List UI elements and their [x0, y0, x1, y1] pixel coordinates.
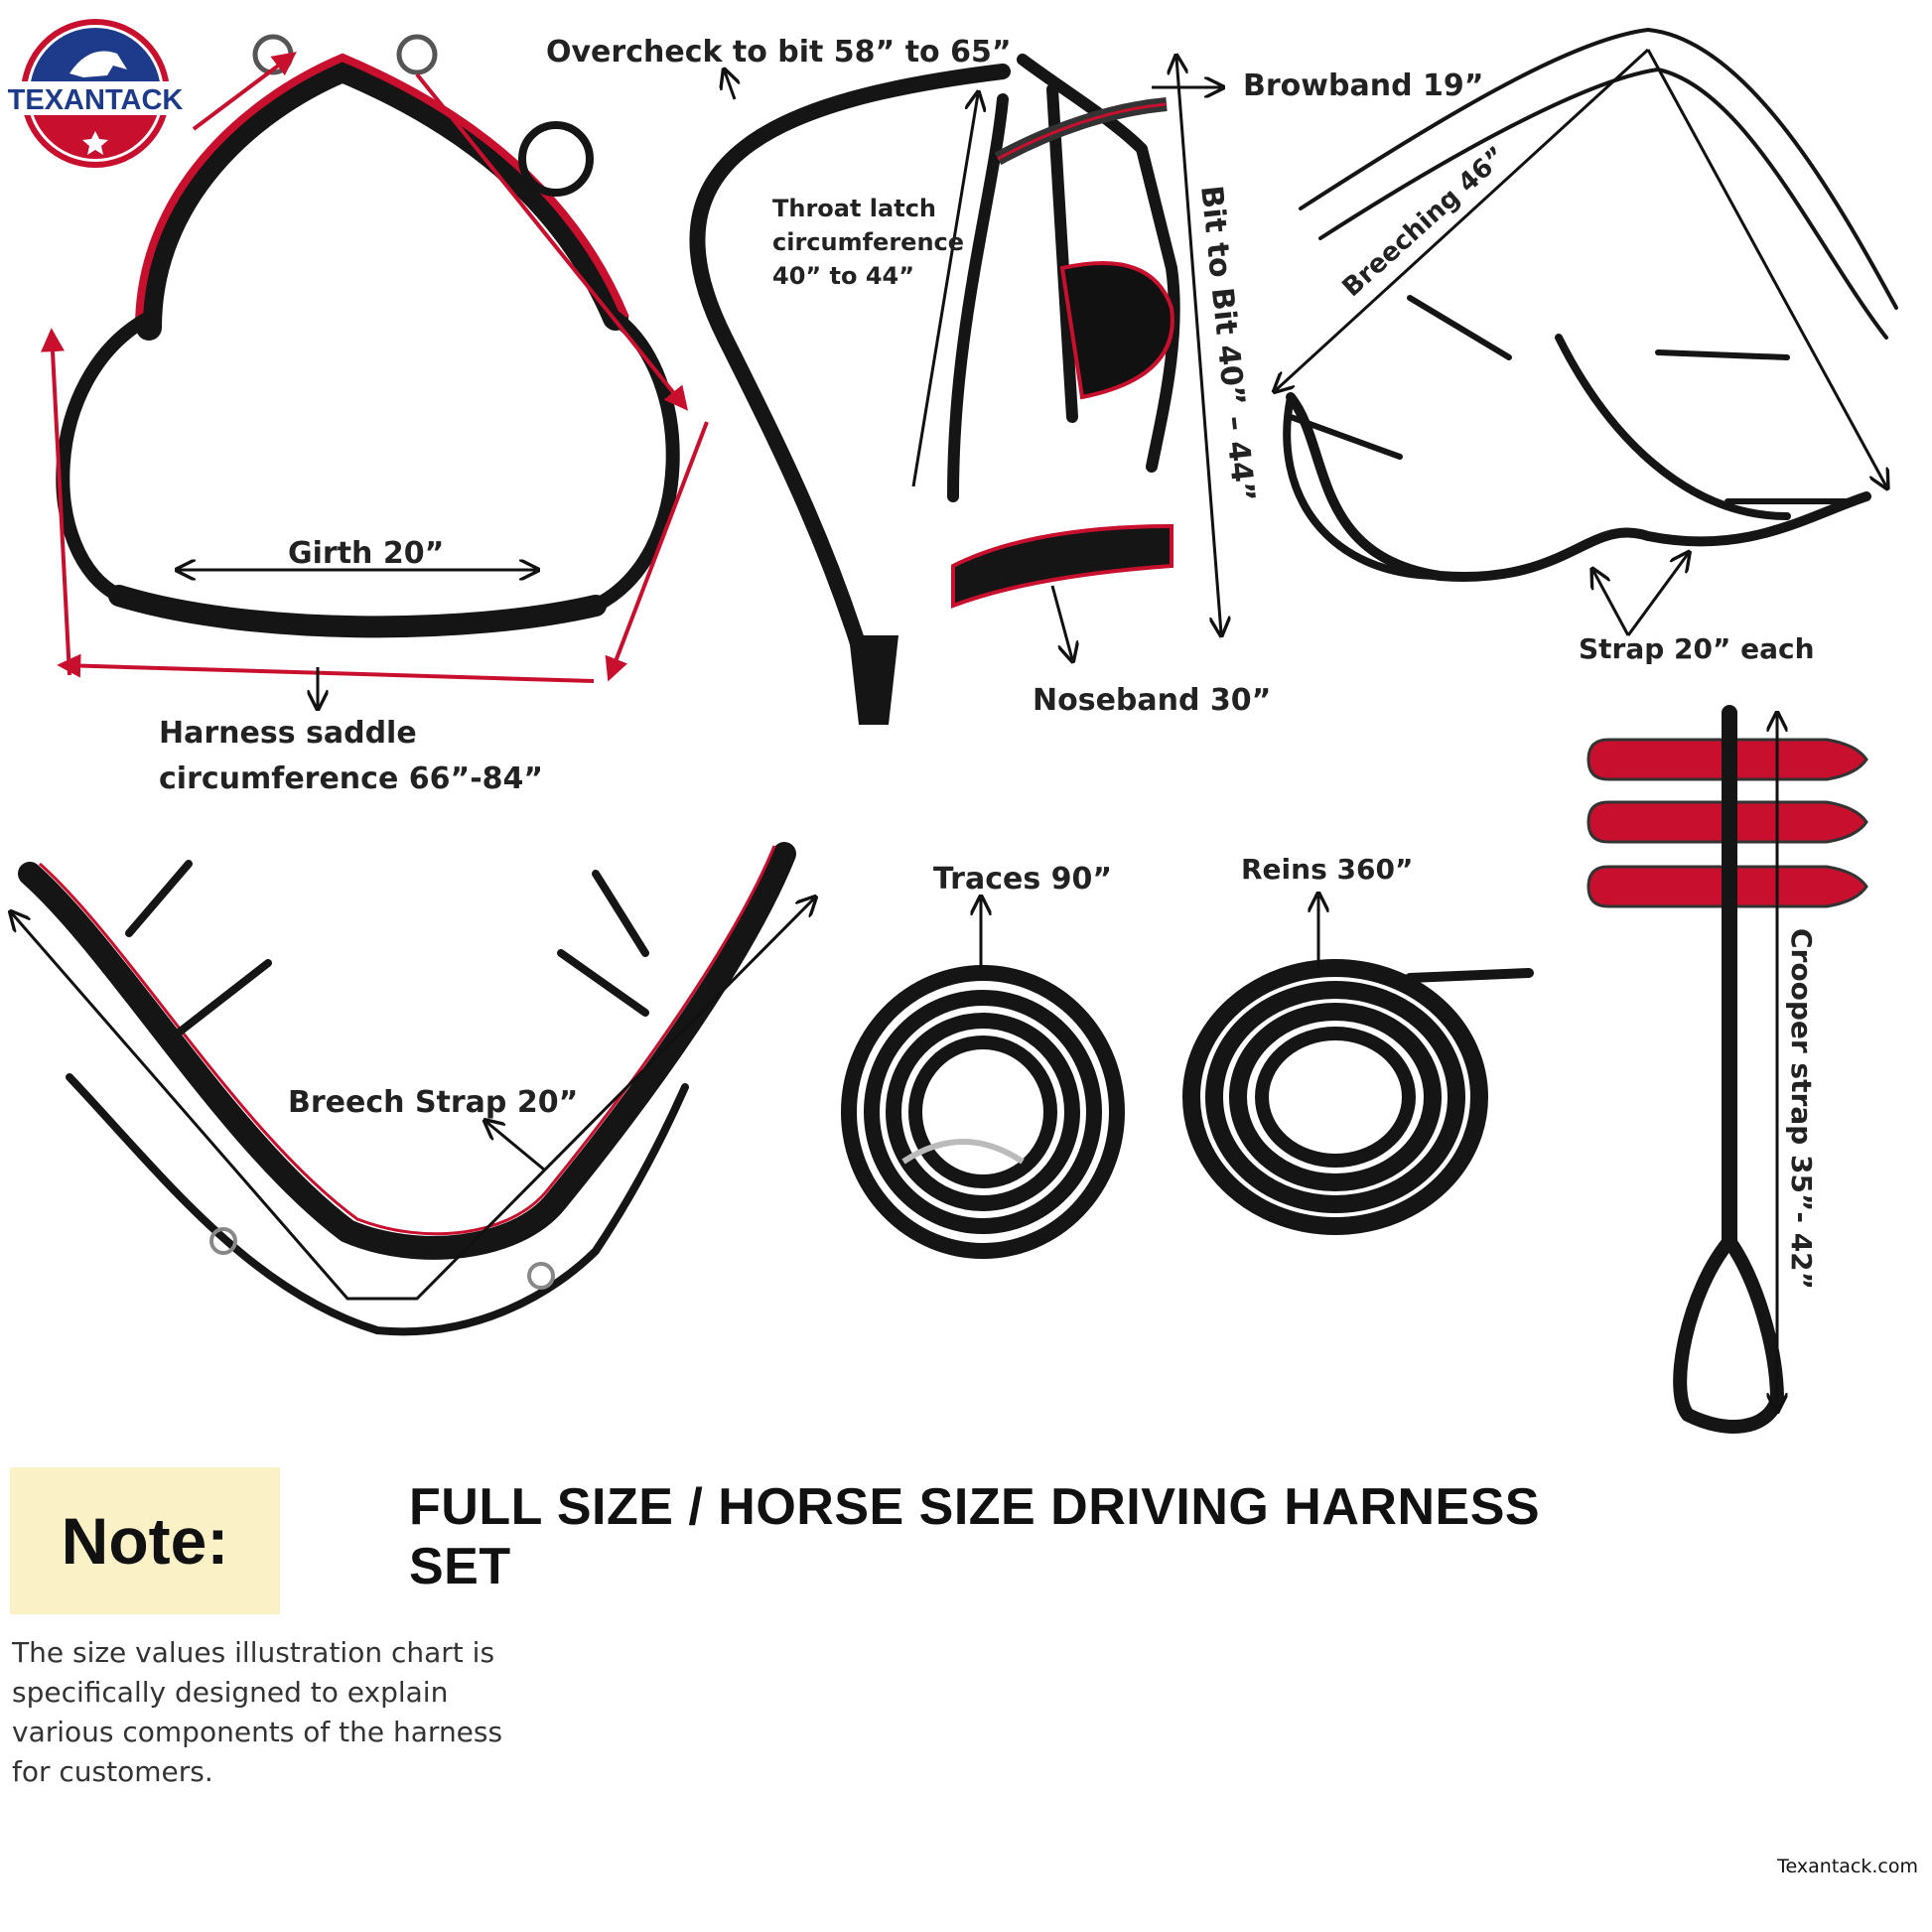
- breech-strap-drawing: [12, 842, 814, 1336]
- overcheck-label: Overcheck to bit 58” to 65”: [546, 35, 1012, 69]
- texantack-logo: TEXANTACK: [8, 19, 184, 168]
- harness-saddle-drawing: [41, 34, 709, 707]
- site-url: Texantack.com: [1777, 1856, 1918, 1877]
- strap-each-label: Strap 20” each: [1579, 632, 1815, 665]
- saddle-label-line2: circumference 66”-84”: [159, 761, 543, 796]
- breeching-label: Breeching 46”: [1337, 141, 1512, 303]
- traces-coil-drawing: [841, 898, 1125, 1259]
- breeching-drawing: [1276, 28, 1898, 636]
- crooper-label: Crooper strap 35”- 42”: [1785, 928, 1818, 1290]
- throatlatch-label-line1: Throat latch: [772, 195, 936, 222]
- bridle-drawing: [689, 58, 1221, 725]
- breech-strap-label: Breech Strap 20”: [288, 1085, 578, 1120]
- bit-to-bit-label: Bit to Bit 40” – 44”: [1193, 184, 1261, 503]
- throatlatch-label-line3: 40” to 44”: [772, 262, 914, 290]
- logo-text: TEXANTACK: [8, 84, 184, 116]
- note-title: Note:: [61, 1504, 229, 1578]
- throatlatch-label-line2: circumference: [772, 228, 964, 256]
- page-heading: FULL SIZE / HORSE SIZE DRIVING HARNESS S…: [409, 1478, 1541, 1595]
- browband-label: Browband 19”: [1243, 69, 1483, 103]
- note-text: The size values illustration chart is sp…: [12, 1636, 503, 1788]
- reins-coil-drawing: [1182, 896, 1534, 1235]
- reins-label: Reins 360”: [1241, 853, 1413, 886]
- noseband-label: Noseband 30”: [1033, 683, 1271, 718]
- note-box: Note:: [10, 1467, 280, 1614]
- saddle-label-line1: Harness saddle: [159, 716, 417, 751]
- traces-label: Traces 90”: [933, 862, 1112, 897]
- crooper-strap-drawing: [1587, 705, 1868, 1434]
- girth-label: Girth 20”: [288, 536, 444, 571]
